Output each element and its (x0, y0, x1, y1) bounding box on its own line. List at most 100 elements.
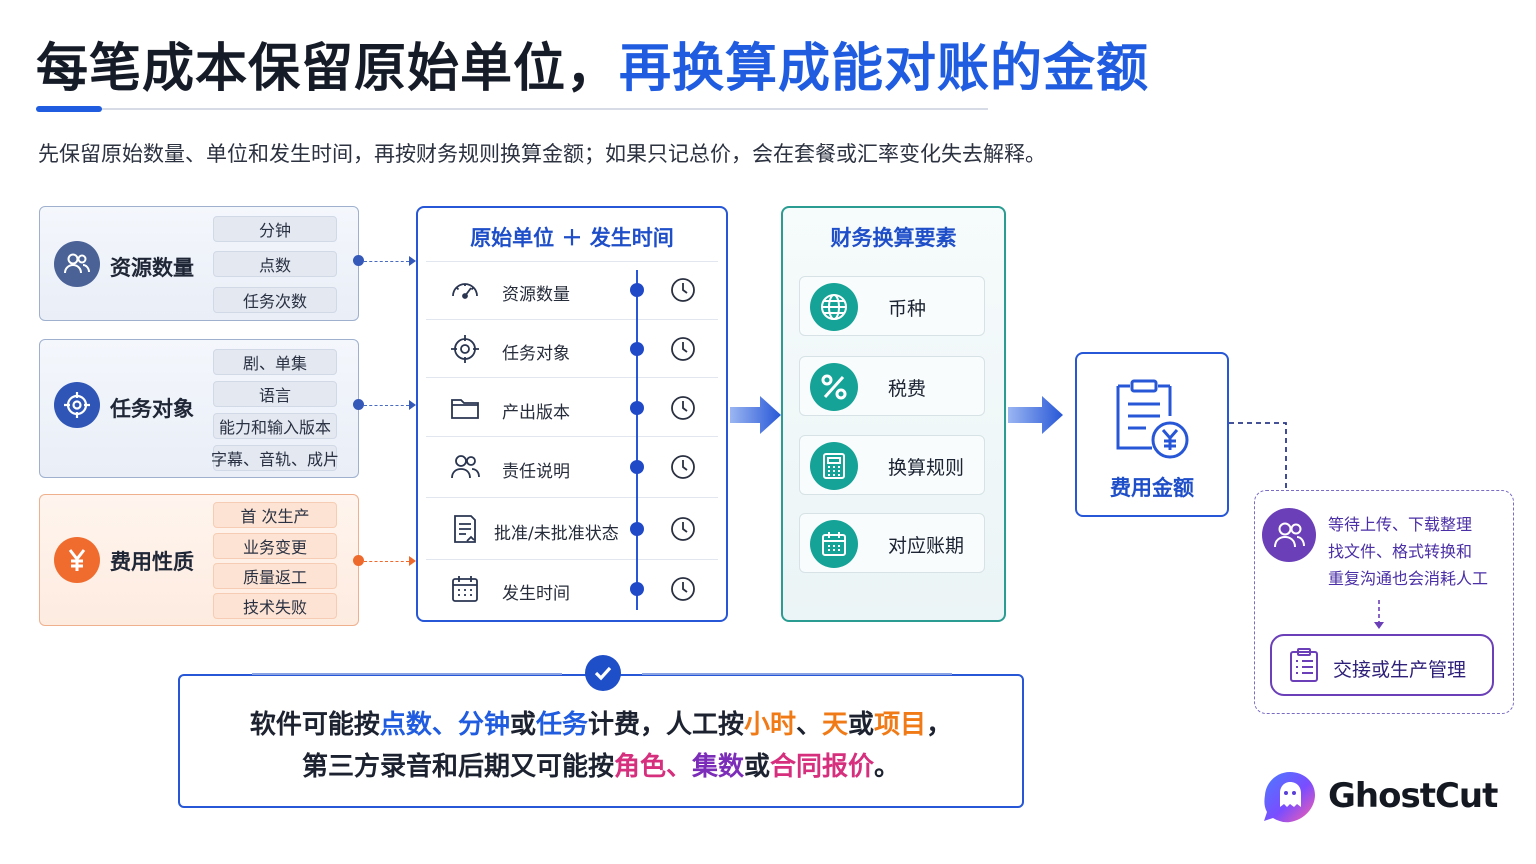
calculator-icon (810, 442, 858, 490)
billing-note (178, 674, 1024, 808)
finance-item-label: 币种 (888, 298, 927, 320)
calendar-icon (810, 520, 858, 568)
clock-icon (671, 577, 695, 601)
clock-icon (671, 517, 695, 541)
flow-arrow (1008, 396, 1063, 434)
timeline-dot (630, 460, 644, 474)
note-text: 计费，人工按 (587, 710, 744, 740)
note-highlight: 集数 (691, 752, 744, 782)
dashed-connector (1229, 422, 1287, 493)
note-text: 或 (744, 752, 771, 782)
clock-icon (671, 278, 695, 302)
document-icon (448, 512, 482, 546)
finance-item: 换算规则 (799, 435, 985, 495)
note-highlight: 小时 (744, 710, 797, 740)
original-units-panel (416, 206, 728, 622)
category-card-target: 任务对象 剧、单集 语言 能力和输入版本 字幕、音轨、成片 (39, 339, 359, 478)
tag: 技术失败 (213, 593, 337, 619)
row-label: 任务对象 (502, 344, 570, 364)
title-part-2: 再换算成能对账的金额 (619, 39, 1150, 99)
note-accent-line (642, 673, 952, 675)
note-highlight: 合同报价 (770, 752, 875, 782)
connector-arrowhead (409, 256, 416, 266)
row-label: 产出版本 (502, 403, 570, 423)
category-card-cost-nature: 费用性质 首 次生产 业务变更 质量返工 技术失败 (39, 494, 359, 626)
percent-icon (810, 363, 858, 411)
note-text: ， (926, 710, 953, 740)
note-text: 第三方录音和后期又可能按 (301, 752, 614, 782)
clock-icon (671, 337, 695, 361)
note-line: 重复沟通也会消耗人工 (1328, 569, 1489, 588)
down-arrow (1374, 600, 1384, 629)
tag: 语言 (213, 381, 337, 407)
finance-item-label: 对应账期 (888, 535, 965, 557)
brand-name: GhostCut (1328, 776, 1498, 816)
connector-line (364, 405, 409, 406)
gauge-icon (448, 273, 482, 307)
note-text: 。 (874, 752, 901, 782)
finance-item-label: 换算规则 (888, 457, 965, 479)
timeline-dot (630, 522, 644, 536)
row-label: 批准/未批准状态 (494, 524, 619, 544)
note-accent-line (252, 673, 562, 675)
panel-title: 财务换算要素 (830, 226, 957, 250)
row-divider (426, 497, 718, 498)
tag: 质量返工 (213, 563, 337, 589)
finance-item: 币种 (799, 276, 985, 336)
ghostcut-logo-icon (1264, 772, 1315, 823)
category-card-resource: 资源数量 分钟 点数 任务次数 (39, 206, 359, 321)
tag: 能力和输入版本 (213, 413, 337, 439)
connector-dot (353, 555, 364, 566)
timeline-dot (630, 283, 644, 297)
category-label: 任务对象 (110, 397, 194, 421)
category-label: 资源数量 (110, 256, 194, 280)
invoice-yen-icon (1116, 379, 1189, 459)
timeline-dot (630, 342, 644, 356)
row-divider (426, 436, 718, 437)
timeline-dot (630, 582, 644, 596)
page-title: 每笔成本保留原始单位，再换算成能对账的金额 (36, 26, 1149, 101)
subtitle: 先保留原始数量、单位和发生时间，再按财务规则换算金额；如果只记总价，会在套餐或汇… (38, 142, 1046, 166)
tag: 剧、单集 (213, 349, 337, 375)
note-text: 、 (431, 710, 458, 740)
folder-icon (448, 391, 482, 425)
connector-dot (353, 399, 364, 410)
note-line: 找文件、格式转换和 (1328, 542, 1473, 561)
users-icon (448, 450, 482, 484)
row-divider (426, 377, 718, 378)
note-text: 或 (848, 710, 875, 740)
result-label: 费用金额 (1110, 476, 1194, 500)
note-highlight: 天 (822, 710, 849, 740)
note-highlight: 分钟 (457, 710, 510, 740)
row-divider (426, 559, 718, 560)
row-label: 资源数量 (502, 285, 570, 305)
tag: 点数 (213, 251, 337, 277)
connector-dot (353, 255, 364, 266)
title-divider-accent (36, 106, 102, 112)
finance-item: 税费 (799, 356, 985, 416)
tag: 首 次生产 (213, 502, 337, 528)
check-icon (585, 655, 621, 691)
connector-arrowhead (409, 556, 416, 566)
title-part-1: 每笔成本保留原始单位， (36, 39, 620, 99)
clock-icon (671, 396, 695, 420)
connector-line (364, 561, 409, 562)
clipboard-icon (1290, 648, 1318, 682)
tag: 字幕、音轨、成片 (211, 445, 339, 471)
note-line: 等待上传、下载整理 (1328, 515, 1473, 534)
users-icon (1262, 508, 1316, 562)
finance-item: 对应账期 (799, 513, 985, 573)
clock-icon (671, 455, 695, 479)
note-text: 软件可能按 (249, 710, 380, 740)
handover-management-box (1270, 634, 1494, 696)
target-icon (54, 382, 100, 428)
title-divider (36, 108, 988, 110)
finance-item-label: 税费 (888, 378, 927, 400)
tag: 任务次数 (213, 287, 337, 313)
target-icon (448, 332, 482, 366)
connector-arrowhead (409, 400, 416, 410)
row-divider (426, 261, 718, 262)
users-icon (54, 241, 100, 287)
row-label: 责任说明 (502, 462, 570, 482)
flow-arrow (730, 396, 781, 434)
